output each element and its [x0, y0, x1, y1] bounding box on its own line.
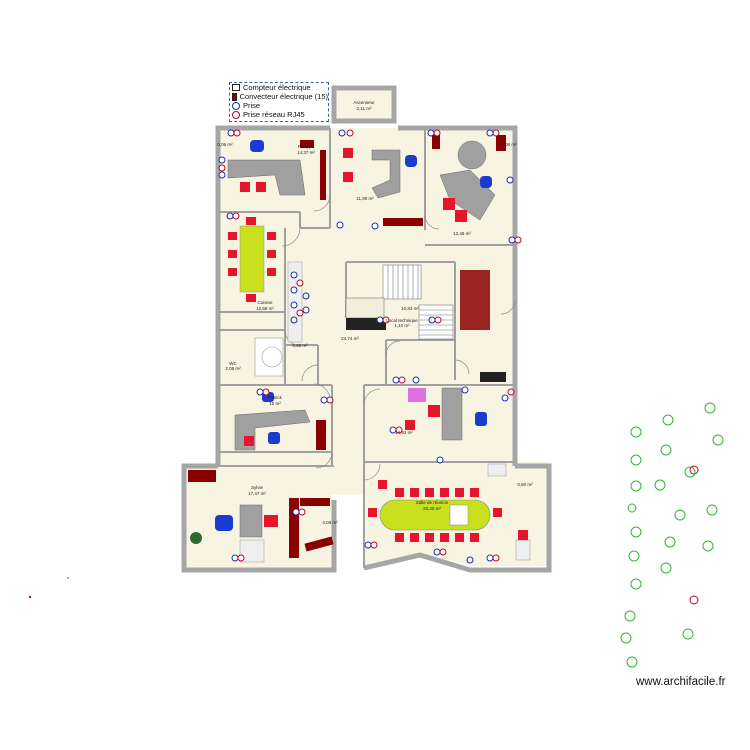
rj45-outlet-icon [232, 110, 240, 119]
electric-meter-icon [232, 84, 240, 91]
office-mid-right-area: 14,93 m² [395, 430, 413, 435]
legend-label: Prise réseau RJ45 [243, 110, 305, 119]
corridor-area: 4,08 m² [322, 520, 338, 525]
philippe-name: Philippe [298, 144, 315, 149]
legend-item-outlet: Prise [230, 101, 328, 110]
convector-heater-icon [232, 92, 237, 101]
office-mid-area: 11,90 m² [356, 196, 374, 201]
legend-label: Compteur électrique [243, 83, 311, 92]
wc-fixtures [254, 337, 284, 377]
philippe-office-furniture [227, 140, 326, 200]
wc-area: 2,08 m² [225, 366, 241, 371]
sylvie-name: Sylvie [251, 485, 264, 490]
ascenseur-area: 2,11 m² [357, 106, 372, 111]
salle-reunion-area: 33,20 m² [423, 506, 441, 511]
small-left-area: 0,06 m² [217, 142, 233, 147]
stray-marks [28, 577, 69, 599]
legend-label: Convecteur électrique (15) [239, 92, 328, 101]
patrick-name: Patrick [268, 395, 283, 400]
room-labels: Ascenseur 2,11 m² Philippe 14,37 m² 11,9… [217, 100, 533, 525]
patrick-area: 10 m² [269, 401, 281, 406]
office-right-area: 12,45 m² [453, 231, 471, 236]
mid-right-office-furniture [405, 387, 487, 441]
power-outlet-icon [232, 101, 240, 110]
right-office-furniture [439, 135, 506, 222]
local-technique-area: 1,10 m² [394, 323, 410, 328]
legend: Compteur électrique Convecteur électriqu… [229, 82, 329, 122]
cuisine-area: 12,68 m² [256, 306, 274, 311]
philippe-area: 14,37 m² [297, 150, 315, 155]
archifacile-link[interactable]: www.archifacile.fr [636, 676, 726, 688]
mid-office-furniture [343, 135, 440, 226]
small-right-area: 0,06 m² [501, 142, 517, 147]
rj45-outlets [218, 129, 699, 605]
power-outlets [218, 129, 516, 564]
wc-name: WC [229, 361, 237, 366]
salle-reunion-name: Salle de réunion [416, 500, 449, 505]
local-technique-name: Local technique [386, 318, 418, 323]
hall-furniture [346, 270, 506, 402]
cuisine-name: Cuisine [257, 300, 273, 305]
legend-label: Prise [243, 101, 261, 110]
meeting-room-furniture [368, 463, 531, 561]
legend-item-rj45: Prise réseau RJ45 [230, 110, 328, 119]
ascenseur-name: Ascenseur [353, 100, 375, 105]
garden-plants [620, 402, 724, 668]
doors [281, 194, 516, 481]
legend-item-meter: Compteur électrique [230, 83, 328, 92]
stair-area: 10,83 m² [401, 306, 419, 311]
legend-item-convector: Convecteur électrique (15) [230, 92, 328, 101]
closet-area: 0,60 m² [292, 343, 308, 348]
bay-right-area: 0,80 m² [517, 482, 533, 487]
hall-area: 24,74 m² [341, 336, 359, 341]
walls [181, 85, 552, 573]
sylvie-office-furniture [188, 470, 334, 563]
sylvie-area: 17,47 m² [248, 491, 266, 496]
